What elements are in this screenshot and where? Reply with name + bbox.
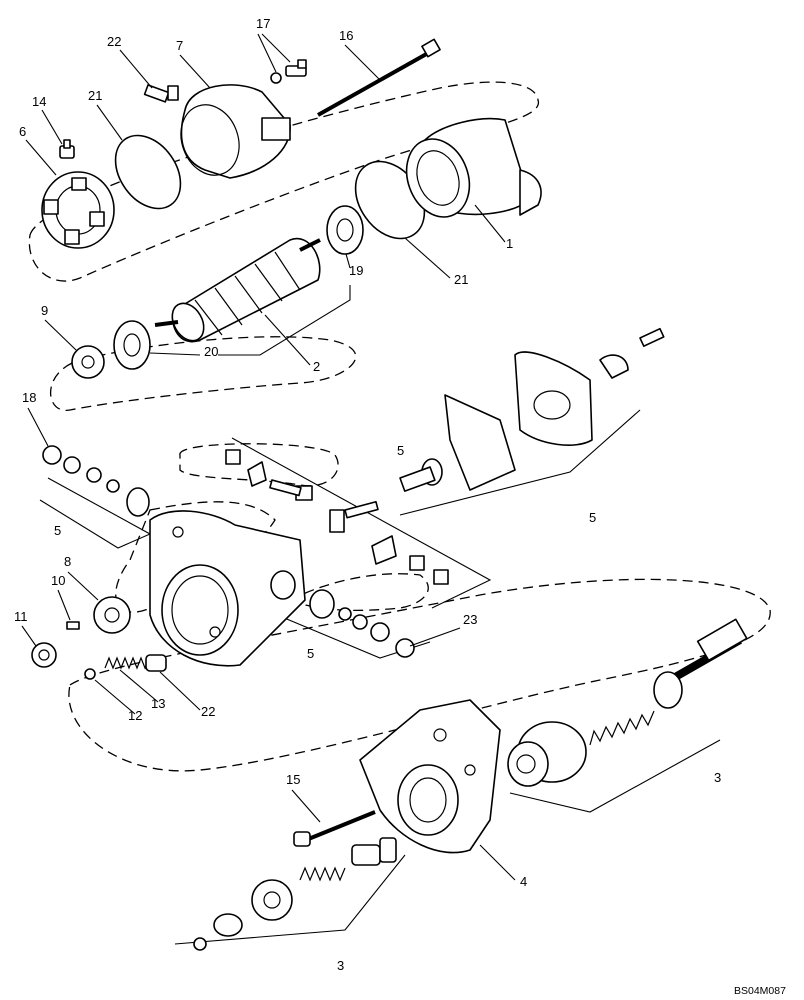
armature-part-2 bbox=[154, 237, 321, 343]
callout-3-c3b: 3 bbox=[337, 958, 344, 973]
ball-part-12 bbox=[84, 668, 96, 680]
washer-screw-part-17 bbox=[270, 59, 307, 84]
bracket-3-right bbox=[509, 739, 721, 813]
pin-part-10 bbox=[66, 621, 80, 630]
screw-part-14 bbox=[59, 139, 75, 159]
callout-11-c11: 11 bbox=[14, 609, 28, 624]
front-bracket-part-4 bbox=[359, 699, 501, 854]
gear-part-8 bbox=[93, 596, 131, 634]
washers-lower bbox=[309, 589, 368, 630]
gear-group-outline bbox=[50, 336, 357, 411]
bracket-5-solenoid bbox=[399, 409, 641, 516]
plunger-part bbox=[399, 458, 443, 492]
callout-13-c13: 13 bbox=[151, 696, 165, 711]
callout-1-c1: 1 bbox=[506, 236, 513, 251]
bracket-3-bottom bbox=[174, 854, 406, 945]
callout-16-c16: 16 bbox=[339, 28, 353, 43]
gear-part-9 bbox=[71, 345, 105, 379]
drawing-reference: BS04M087 bbox=[734, 985, 786, 997]
callout-8-c8: 8 bbox=[64, 554, 71, 569]
solenoid-gasket bbox=[444, 394, 516, 491]
callout-14-c14: 14 bbox=[32, 94, 46, 109]
spring-part-13 bbox=[104, 656, 150, 670]
nut-part-18 bbox=[42, 445, 150, 517]
callout-12-c12: 12 bbox=[128, 708, 142, 723]
callout-7-c7: 7 bbox=[176, 38, 183, 53]
callout-21-c21a: 21 bbox=[88, 88, 102, 103]
nut-part-23 bbox=[370, 622, 415, 658]
solenoid-clamp bbox=[599, 354, 629, 379]
bracket-5-contacts bbox=[231, 437, 492, 609]
callout-2-c2: 2 bbox=[313, 359, 320, 374]
lower-assembly-outline bbox=[68, 578, 771, 772]
callout-23-c23: 23 bbox=[463, 612, 477, 627]
contact-bracket-outline bbox=[288, 573, 429, 612]
collar-bottom bbox=[213, 913, 243, 937]
pinion-bottom bbox=[251, 879, 293, 921]
callout-17-c17: 17 bbox=[256, 16, 270, 31]
callout-5-c5d: 5 bbox=[307, 646, 314, 661]
drive-housing bbox=[149, 510, 306, 667]
clutch-part-3 bbox=[507, 721, 587, 787]
callout-6-c6: 6 bbox=[19, 124, 26, 139]
contact-plates bbox=[225, 449, 449, 585]
callout-3-c3a: 3 bbox=[714, 770, 721, 785]
callout-10-c10: 10 bbox=[51, 573, 65, 588]
callout-5-c5c: 5 bbox=[589, 510, 596, 525]
sleeve-bottom bbox=[351, 844, 381, 866]
callout-9-c9: 9 bbox=[41, 303, 48, 318]
callout-22-c22a: 22 bbox=[107, 34, 121, 49]
upper-group-outline bbox=[28, 81, 539, 282]
solenoid-screw bbox=[639, 327, 665, 347]
callout-5-c5a: 5 bbox=[397, 443, 404, 458]
solenoid-contacts-outline bbox=[179, 443, 339, 487]
yoke-part-1 bbox=[405, 117, 542, 218]
callout-labels: 22 7 17 16 14 21 6 1 21 19 9 20 2 18 5 5 5 8 10 11 23 5 13 12 22… bbox=[14, 16, 721, 973]
callout-22-c22b: 22 bbox=[201, 704, 215, 719]
spring-bottom bbox=[299, 866, 346, 882]
spring-drive bbox=[589, 710, 655, 746]
end-cover-part-7 bbox=[180, 84, 291, 179]
callout-20-c20: 20 bbox=[204, 344, 218, 359]
snap-ring-bottom bbox=[193, 937, 207, 951]
solenoid-cover-plate bbox=[514, 351, 593, 446]
bolt-part-15 bbox=[293, 810, 376, 847]
plug-part-22-bottom bbox=[145, 654, 167, 672]
brush-holder-part-6 bbox=[41, 171, 115, 249]
callout-21-c21b: 21 bbox=[454, 272, 468, 287]
leader-lines bbox=[21, 33, 516, 881]
bearing-part-20 bbox=[113, 320, 151, 370]
callout-15-c15: 15 bbox=[286, 772, 300, 787]
bracket-5-left bbox=[39, 477, 152, 549]
callout-18-c18: 18 bbox=[22, 390, 36, 405]
retainer-bottom bbox=[379, 837, 397, 863]
through-bolt-part-16 bbox=[317, 38, 441, 117]
callout-5-c5b: 5 bbox=[54, 523, 61, 538]
callout-19-c19: 19 bbox=[349, 263, 363, 278]
callout-4-c4: 4 bbox=[520, 874, 527, 889]
o-ring-part-21-left bbox=[114, 134, 182, 210]
pinion-shaft-part-3 bbox=[653, 618, 748, 709]
bolt-part-22-top bbox=[143, 84, 179, 103]
bearing-part-19 bbox=[326, 205, 364, 255]
nut-part-11 bbox=[31, 642, 57, 668]
